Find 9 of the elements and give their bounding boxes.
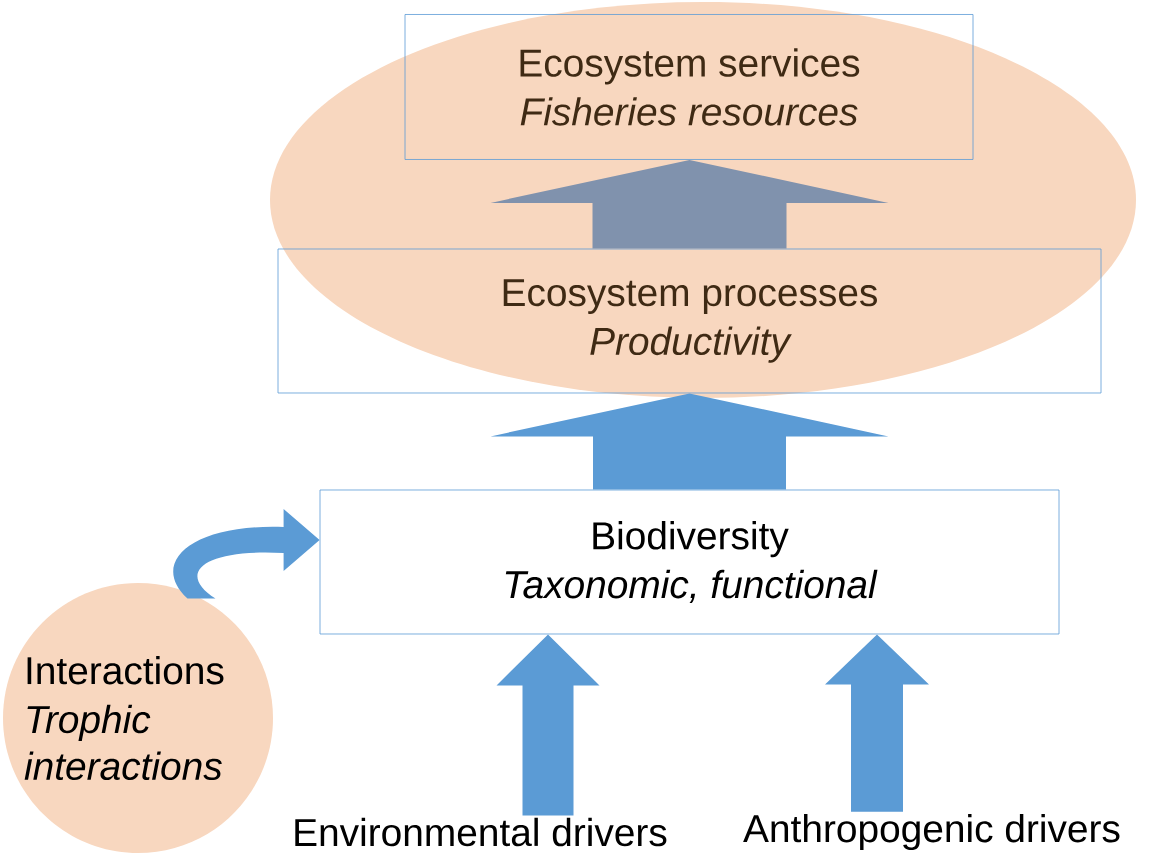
- block-arrow: [490, 159, 889, 249]
- process-box: Biodiversity Taxonomic, functional: [319, 489, 1060, 635]
- process-box: Ecosystem services Fisheries resources: [404, 14, 974, 160]
- block-arrow: [496, 634, 600, 816]
- block-arrow: [825, 634, 929, 812]
- driver-label: Anthropogenic drivers: [743, 813, 1120, 851]
- driver-label: Environmental drivers: [295, 817, 667, 847]
- process-box: Ecosystem processes Productivity: [277, 248, 1102, 394]
- curved-arrow: [173, 509, 320, 599]
